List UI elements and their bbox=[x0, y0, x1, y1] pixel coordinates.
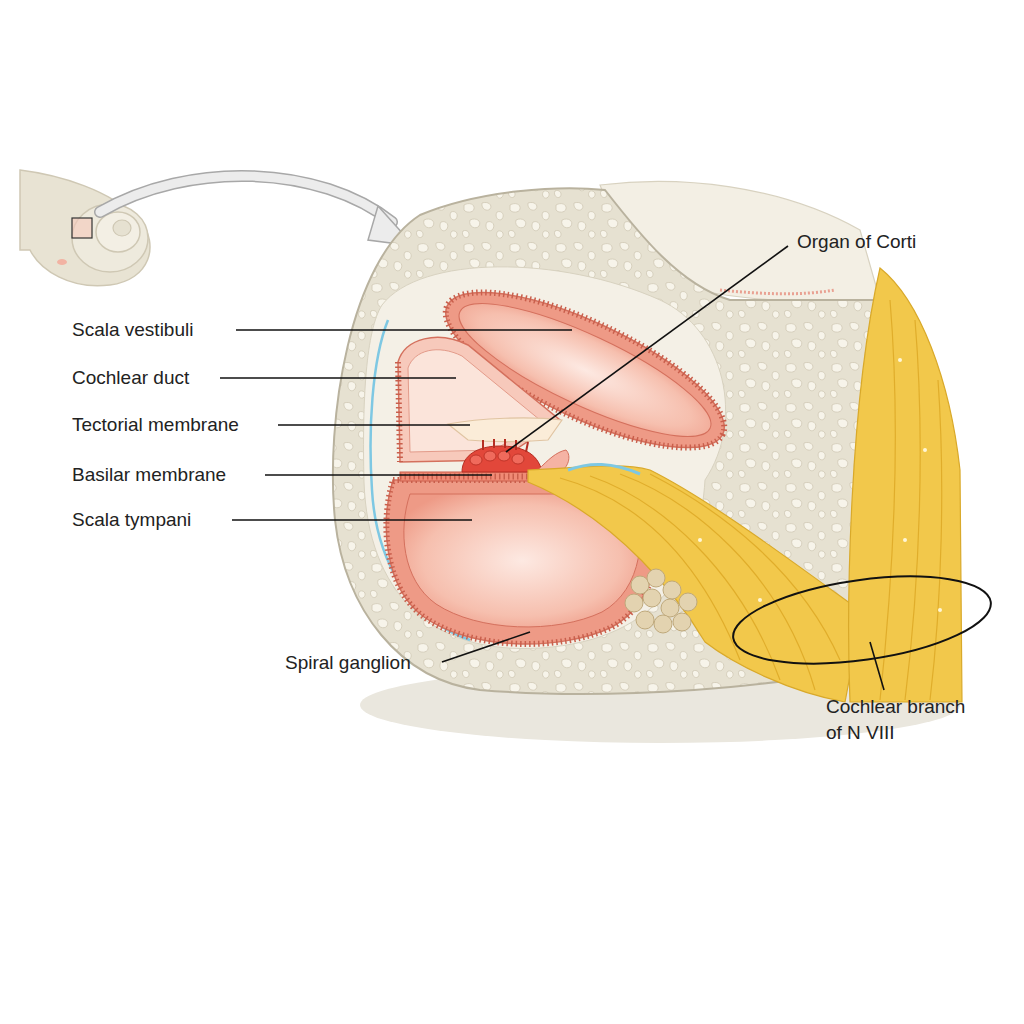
nerve-dot bbox=[923, 448, 927, 452]
leader-lines bbox=[220, 246, 884, 690]
ganglion-cell bbox=[673, 613, 691, 631]
upper-membrane bbox=[720, 290, 835, 294]
part-label: Scala vestibuli bbox=[72, 317, 193, 343]
ganglion-cell bbox=[643, 589, 661, 607]
leader-line bbox=[870, 642, 884, 690]
ganglion-cell bbox=[636, 611, 654, 629]
cochlea-inset bbox=[20, 170, 150, 286]
part-label: Cochlear branch of N VIII bbox=[826, 694, 976, 746]
inset-apex bbox=[113, 220, 131, 236]
inset-focus-box bbox=[72, 218, 92, 238]
cochlear-duct bbox=[398, 337, 560, 462]
ganglion-cell bbox=[647, 569, 665, 587]
leader-line bbox=[232, 519, 472, 521]
inset-turn bbox=[72, 204, 148, 272]
ganglion-cell bbox=[663, 581, 681, 599]
leader-line bbox=[442, 632, 530, 662]
nerve-dot bbox=[698, 538, 702, 542]
nerve-dot bbox=[898, 358, 902, 362]
arrow-outline bbox=[100, 176, 392, 222]
nerve-fibres bbox=[880, 300, 942, 700]
inset-window bbox=[57, 259, 67, 265]
spiral-ganglion bbox=[625, 569, 697, 633]
organ-of-corti bbox=[462, 439, 569, 472]
hair-cell bbox=[498, 451, 510, 461]
ganglion-cell bbox=[661, 599, 679, 617]
corti-body bbox=[462, 446, 542, 472]
part-label: Basilar membrane bbox=[72, 462, 226, 488]
inset-turn bbox=[96, 212, 140, 252]
nerve-fibres bbox=[560, 474, 840, 690]
ganglion-cell bbox=[625, 594, 643, 612]
cochlear-cavity bbox=[364, 267, 726, 649]
zoom-arrow bbox=[100, 176, 414, 246]
spiral-lamina-edge bbox=[568, 464, 640, 474]
ganglion-cell bbox=[654, 615, 672, 633]
hair-cell bbox=[512, 454, 524, 464]
hair-cell bbox=[470, 455, 482, 465]
leader-line bbox=[236, 329, 572, 331]
part-label: Cochlear duct bbox=[72, 365, 189, 391]
hair-cell bbox=[484, 451, 496, 461]
leader-line bbox=[278, 424, 470, 426]
leader-line bbox=[506, 246, 788, 452]
inset-shell bbox=[20, 170, 150, 286]
tectorial-membrane bbox=[448, 418, 562, 442]
part-label: Organ of Corti bbox=[797, 229, 916, 255]
part-label: Tectorial membrane bbox=[72, 412, 239, 438]
nerve-dot bbox=[758, 598, 762, 602]
nerve-trunk bbox=[849, 268, 962, 702]
bracket-ring bbox=[728, 562, 997, 677]
stria-cells bbox=[398, 362, 400, 462]
nerve-dot bbox=[938, 608, 942, 612]
part-label: Scala tympani bbox=[72, 507, 191, 533]
cochlear-nerve bbox=[528, 268, 962, 702]
ganglion-cell bbox=[679, 593, 697, 611]
leader-line bbox=[220, 377, 456, 379]
part-label: Spiral ganglion bbox=[285, 650, 411, 676]
arrow-body bbox=[100, 176, 392, 222]
nerve-fan bbox=[528, 466, 862, 702]
nerve-dot bbox=[903, 538, 907, 542]
leader-line bbox=[265, 474, 492, 476]
